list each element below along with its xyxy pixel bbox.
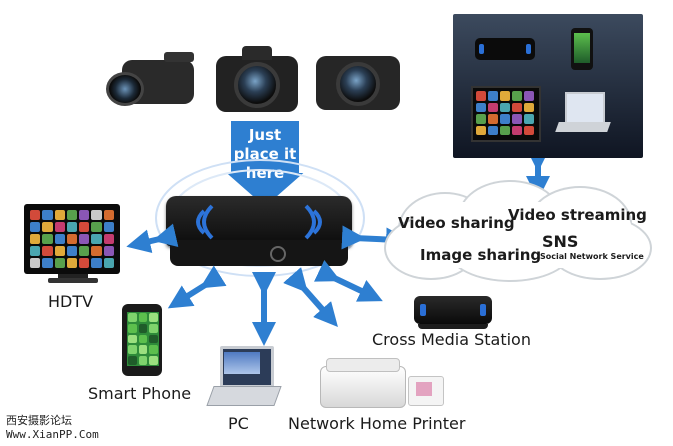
compact-camera-icon bbox=[314, 50, 402, 112]
video-sharing-label: Video sharing bbox=[398, 214, 515, 232]
sns-label: SNS bbox=[542, 232, 579, 251]
cross-media-station-icon bbox=[414, 296, 492, 330]
dslr-camera-icon bbox=[214, 44, 300, 114]
panel-station-icon bbox=[475, 38, 535, 60]
hdtv-icon bbox=[20, 204, 122, 288]
printer-icon bbox=[320, 358, 444, 410]
panel-laptop-icon bbox=[555, 92, 611, 140]
pc-label: PC bbox=[228, 414, 249, 433]
video-streaming-label: Video streaming bbox=[508, 206, 647, 224]
online-devices-panel bbox=[453, 14, 643, 158]
smart-phone-label: Smart Phone bbox=[88, 384, 192, 403]
hdtv-label: HDTV bbox=[48, 292, 94, 311]
camcorder-icon bbox=[104, 50, 206, 114]
online-services-cloud bbox=[380, 178, 654, 282]
watermark-text: 西安摄影论坛 Www.XianPP.Com bbox=[6, 414, 99, 441]
place-here-text: Just place it here bbox=[233, 126, 297, 182]
printer-label: Network Home Printer bbox=[288, 414, 466, 433]
smart-phone-icon bbox=[122, 304, 162, 376]
image-sharing-label: Image sharing bbox=[420, 246, 542, 264]
laptop-icon bbox=[206, 346, 282, 408]
station-label: Cross Media Station bbox=[372, 330, 531, 349]
sns-subtitle: Social Network Service bbox=[540, 252, 644, 261]
panel-phone-icon bbox=[571, 28, 593, 70]
panel-tv-icon bbox=[471, 86, 541, 142]
